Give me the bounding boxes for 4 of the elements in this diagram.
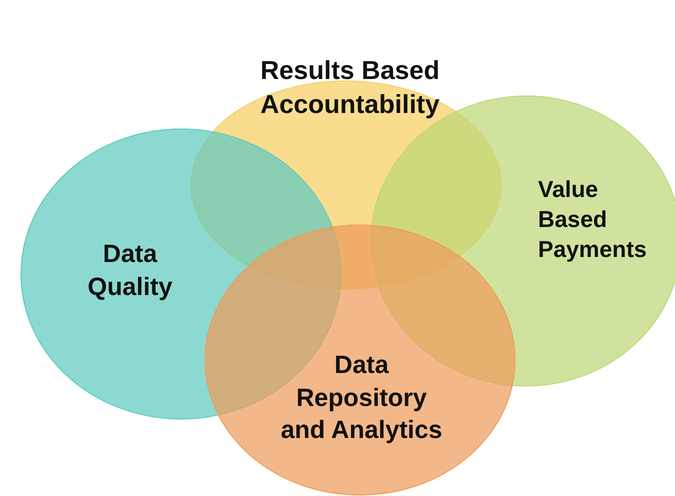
circle-label: Data Quality xyxy=(86,239,174,302)
circle-label: Value Based Payments xyxy=(538,175,648,264)
circle-label: Data Repository and Analytics xyxy=(280,350,444,446)
circle-label: Results Based Accountability xyxy=(259,54,441,121)
